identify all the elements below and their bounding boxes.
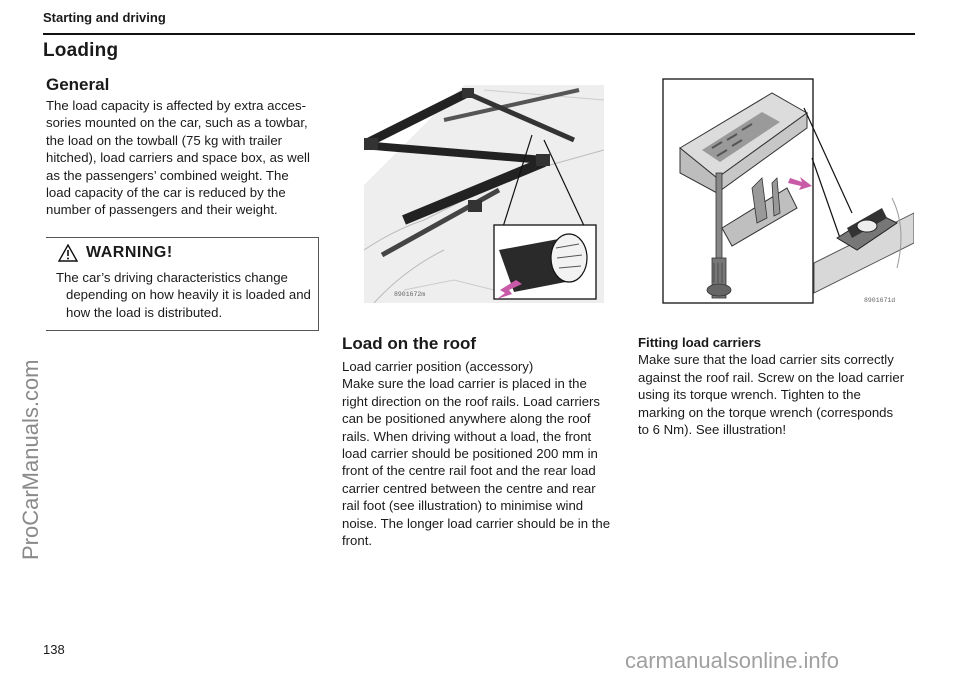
text-line: to 6 Nm). See illustration! xyxy=(638,422,787,438)
text-line: load capacity of the car is reduced by t… xyxy=(46,185,286,201)
text-line: depending on how heavily it is loaded an… xyxy=(66,287,311,303)
text-line: front of the centre rail foot and the re… xyxy=(342,463,596,479)
text-line: noise. The longer load carrier should be… xyxy=(342,515,611,531)
text-line: Load carrier position (accessory) xyxy=(342,359,534,374)
text-line: using its torque wrench. Tighten to the xyxy=(638,387,861,403)
roof-rail-drawing: 8901672m xyxy=(363,80,605,304)
roof-paragraph: Load carrier position (accessory) Make s… xyxy=(342,358,622,549)
torque-wrench-illustration: 8901671d xyxy=(662,78,915,304)
text-line: carrier centred between the centre and r… xyxy=(342,480,596,496)
warning-header: WARNING! xyxy=(58,244,173,262)
warning-triangle-icon xyxy=(58,244,78,262)
direction-arrow-icon xyxy=(788,177,812,190)
illustration-code-left: 8901672m xyxy=(394,291,425,298)
warning-box: WARNING! The car’s driving characteristi… xyxy=(46,237,319,331)
illustration-code-right: 8901671d xyxy=(864,297,895,304)
text-line: right direction on the roof rails. Load … xyxy=(342,393,601,409)
text-line: Make sure the load carrier is placed in … xyxy=(342,376,587,392)
direction-arrow-icon xyxy=(497,280,522,299)
roof-heading: Load on the roof xyxy=(342,334,477,353)
text-line: The load capacity is affected by extra a… xyxy=(46,98,306,113)
text-line: rail foot (see illustration) to minimise… xyxy=(342,498,584,514)
text-line: how the load is distributed. xyxy=(66,304,223,320)
text-line: the load on the towball (75 kg with trai… xyxy=(46,132,283,148)
general-paragraph: The load capacity is affected by extra a… xyxy=(46,97,324,219)
text-line: The car’s driving characteristics change xyxy=(56,270,288,285)
text-line: sories mounted on the car, such as a tow… xyxy=(46,115,308,131)
fitting-section: Fitting load carriers Make sure that the… xyxy=(638,334,918,438)
text-line: marking on the torque wrench (correspond… xyxy=(638,404,894,420)
general-heading: General xyxy=(46,75,110,94)
text-line: as the passengers’ combined weight. The xyxy=(46,167,289,183)
text-line: rails. When driving without a load, the … xyxy=(342,428,592,444)
torque-wrench-drawing: 8901671d xyxy=(662,78,915,304)
header-rule xyxy=(43,33,915,35)
page-title: Loading xyxy=(43,40,119,61)
text-line: number of passengers and their weight. xyxy=(46,202,278,218)
side-watermark: ProCarManuals.com xyxy=(18,359,43,560)
fitting-heading: Fitting load carriers xyxy=(638,335,762,350)
text-line: front. xyxy=(342,533,373,549)
warning-text: The car’s driving characteristics change… xyxy=(56,269,314,321)
roof-rail-illustration: 8901672m xyxy=(363,80,605,304)
warning-title: WARNING! xyxy=(86,244,173,261)
text-line: can be positioned anywhere along the roo… xyxy=(342,411,591,427)
page-number: 138 xyxy=(43,642,65,657)
bottom-watermark: carmanualsonline.info xyxy=(625,648,840,673)
section-header: Starting and driving xyxy=(43,10,166,25)
text-line: hitched), load carriers and space box, a… xyxy=(46,150,310,166)
text-line: against the roof rail. Screw on the load… xyxy=(638,369,905,385)
text-line: load carrier should be positioned 200 mm… xyxy=(342,446,598,462)
text-line: Make sure that the load carrier sits cor… xyxy=(638,352,894,368)
